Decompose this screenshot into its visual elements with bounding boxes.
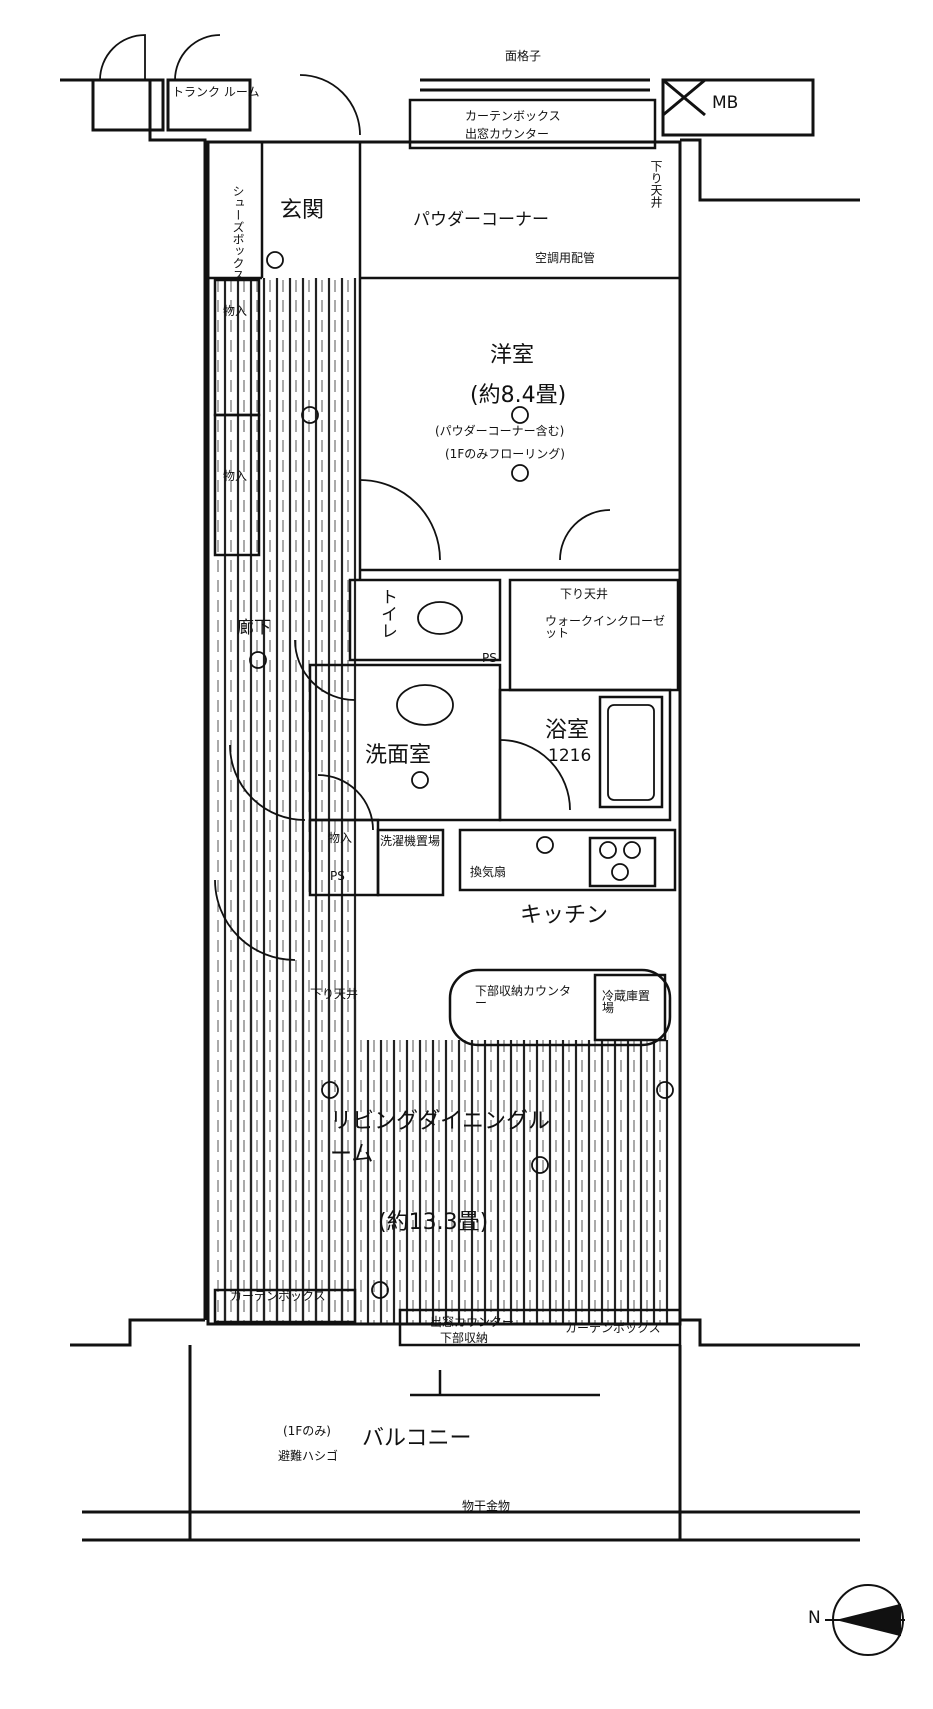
walk-in-closet-label: ウォークインクローゼット xyxy=(545,614,666,640)
storage-3-label: 物入 xyxy=(328,831,353,845)
powder-corner-label: パウダーコーナー xyxy=(413,210,549,230)
ps-1-label: PS xyxy=(482,651,497,665)
lowered-ceiling-lr-label: 下り天井 xyxy=(310,987,359,1001)
entrance-label: 玄関 xyxy=(280,198,325,223)
counter-storage-label: 下部収納カウンター xyxy=(475,984,572,1010)
stove-burner xyxy=(599,841,617,859)
shoe-box-label: シューズボックス xyxy=(231,185,245,281)
lower-storage-label: 下部収納 xyxy=(440,1331,489,1345)
lowered-ceiling-right-label: 下り天井 xyxy=(649,160,663,208)
compass-icon xyxy=(825,1584,905,1656)
living-dining-label: リビングダイニングルーム xyxy=(330,1109,551,1167)
toilet-label: トイレ xyxy=(377,588,397,639)
window-counter-bottom-label: 出窓カウンター xyxy=(430,1315,515,1329)
mb-label: MB xyxy=(712,93,739,113)
compass-north-label: N xyxy=(808,1608,821,1628)
laundry-hanger-label: 物干金物 xyxy=(462,1499,511,1513)
lr-area-label: (約13.3畳) xyxy=(378,1210,489,1235)
western-note-2: (1Fのみフローリング) xyxy=(445,447,565,461)
western-note-1: (パウダーコーナー含む) xyxy=(435,424,565,438)
window-counter-top-label: 出窓カウンター xyxy=(465,127,550,141)
ac-pipe-label: 空調用配管 xyxy=(535,251,596,265)
trunk-room-label: トランク ルーム xyxy=(172,85,260,99)
bathtub xyxy=(607,704,655,801)
western-room-label: 洋室 xyxy=(490,343,535,368)
outer-walls xyxy=(60,78,860,1542)
storage-1-label: 物入 xyxy=(223,304,248,318)
flooring-areas xyxy=(216,278,671,1323)
corridor-label: 廊下 xyxy=(237,618,271,638)
ps-2-label: PS xyxy=(330,869,345,883)
washroom-label: 洗面室 xyxy=(365,743,432,768)
stove-burner xyxy=(611,863,629,881)
interior-walls xyxy=(208,98,682,1397)
curtain-box-top-label: カーテンボックス xyxy=(465,109,561,123)
washer-space-label: 洗濯機置場 xyxy=(380,834,441,848)
curtain-box-bottom-label: カーテンボックス xyxy=(230,1289,326,1303)
wash-basin xyxy=(396,684,454,726)
balcony-note-1: (1Fのみ) xyxy=(283,1424,331,1438)
fridge-space-label: 冷蔵庫置場 xyxy=(602,989,651,1015)
bathroom-label: 浴室 xyxy=(545,718,590,743)
western-area-label: (約8.4畳) xyxy=(470,383,567,408)
toilet-bowl xyxy=(417,601,463,635)
fixtures xyxy=(249,251,674,1299)
balcony-label: バルコニー xyxy=(362,1426,472,1451)
door-swings xyxy=(99,34,611,961)
balcony-note-2: 避難ハシゴ xyxy=(278,1449,339,1463)
range-hood-label: 換気扇 xyxy=(470,865,507,879)
stove-burner xyxy=(623,841,641,859)
storage-2-label: 物入 xyxy=(223,469,248,483)
bath-size-label: 1216 xyxy=(548,746,592,766)
kitchen-label: キッチン xyxy=(520,903,609,928)
curtain-box-bottom-right-label: カーテンボックス xyxy=(565,1321,661,1335)
lowered-ceiling-wic-label: 下り天井 xyxy=(560,587,609,601)
lattice-label: 面格子 xyxy=(505,49,542,63)
